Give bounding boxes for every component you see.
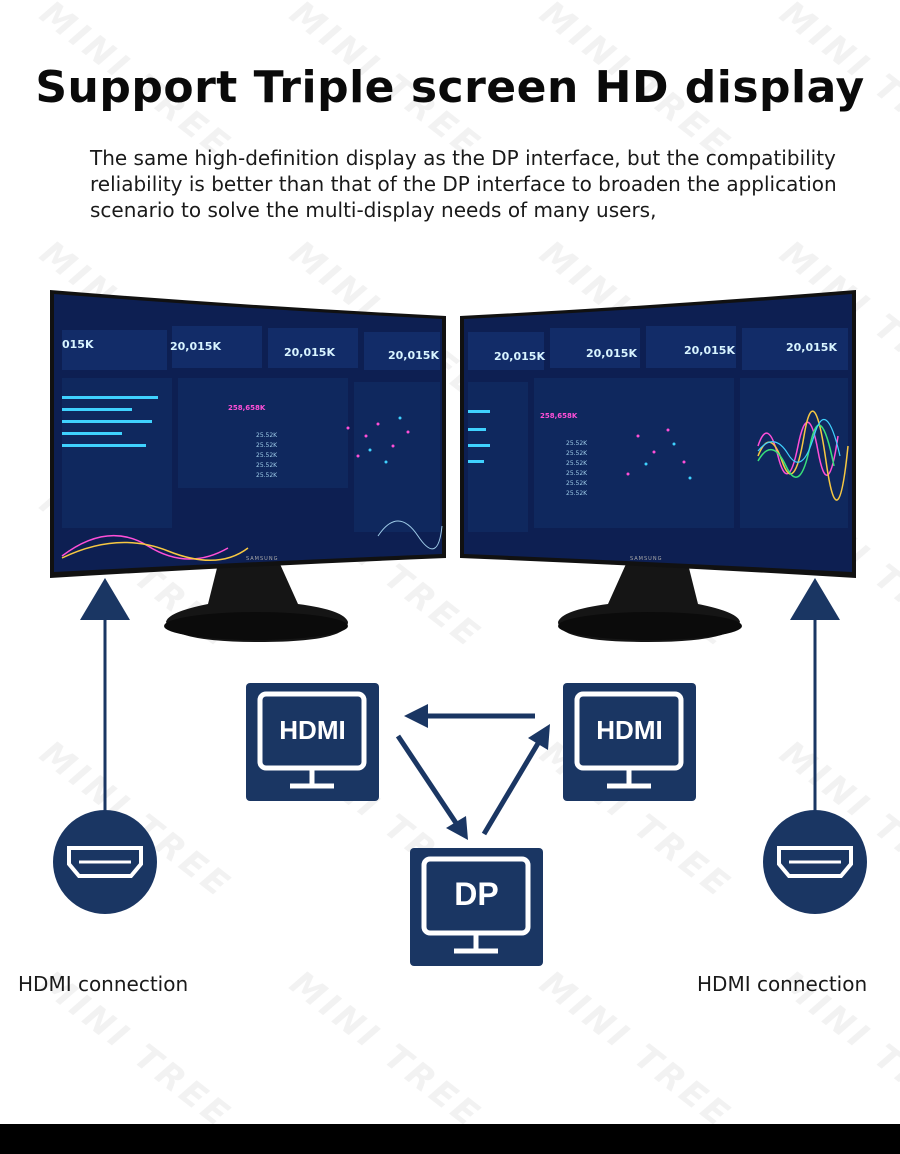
hdmi-port-right bbox=[763, 810, 867, 914]
monitor-right-row: 25.52K bbox=[566, 450, 588, 457]
hdmi-port-icon bbox=[777, 846, 853, 878]
hdmi-connection-label-right: HDMI connection bbox=[697, 972, 868, 996]
hdmi-port-left bbox=[53, 810, 157, 914]
hdmi-connection-label-left: HDMI connection bbox=[18, 972, 189, 996]
monitor-right-graphic bbox=[460, 290, 856, 642]
monitor-right-row: 25.52K bbox=[566, 470, 588, 477]
arrow-dp-to-right bbox=[481, 738, 543, 836]
monitor-right-row: 25.52K bbox=[566, 490, 588, 497]
monitor-right-stat-1: 20,015K bbox=[494, 350, 545, 363]
hdmi-monitor-left-icon: HDMI bbox=[246, 683, 379, 801]
port-label-left: HDMI bbox=[279, 715, 346, 745]
monitor-outline-icon bbox=[574, 691, 684, 789]
monitor-outline-icon bbox=[257, 691, 367, 789]
monitor-right-highlight: 258,658K bbox=[540, 412, 578, 420]
right-arrow-head bbox=[790, 578, 840, 620]
monitor-right-brand: SAMSUNG bbox=[630, 556, 663, 562]
monitor-right-stat-4: 20,015K bbox=[786, 341, 837, 354]
hdmi-port-icon bbox=[67, 846, 143, 878]
page-title: Support Triple screen HD display bbox=[35, 62, 865, 113]
monitor-left-row: 25.52K bbox=[256, 442, 278, 449]
monitor-right-row: 25.52K bbox=[566, 440, 588, 447]
monitor-left-graphic bbox=[50, 290, 446, 642]
monitor-left-row: 25.52K bbox=[256, 432, 278, 439]
left-arrow-head bbox=[80, 578, 130, 620]
monitor-left-row: 25.52K bbox=[256, 472, 278, 479]
monitor-left-row: 25.52K bbox=[256, 452, 278, 459]
bottom-bar bbox=[0, 1124, 900, 1154]
monitor-left-stat-1: 015K bbox=[62, 338, 94, 351]
dp-monitor-icon: DP bbox=[410, 848, 543, 966]
monitor-left-stat-4: 20,015K bbox=[388, 349, 439, 362]
monitor-left: 015K 20,015K 20,015K 20,015K 258,658K 25… bbox=[48, 286, 448, 646]
monitor-right-row: 25.52K bbox=[566, 460, 588, 467]
monitor-right-stat-2: 20,015K bbox=[586, 347, 637, 360]
monitor-left-row: 25.52K bbox=[256, 462, 278, 469]
port-label-right: HDMI bbox=[596, 715, 663, 745]
monitor-right-stat-3: 20,015K bbox=[684, 344, 735, 357]
monitor-left-stat-3: 20,015K bbox=[284, 346, 335, 359]
monitor-right: 20,015K 20,015K 20,015K 20,015K 258,658K… bbox=[458, 286, 858, 646]
arrow-left-to-dp bbox=[395, 734, 461, 828]
description: The same high-definition display as the … bbox=[90, 146, 837, 222]
monitor-left-highlight: 258,658K bbox=[228, 404, 266, 412]
port-label-center: DP bbox=[454, 876, 499, 912]
monitor-right-row: 25.52K bbox=[566, 480, 588, 487]
monitor-outline-icon bbox=[421, 856, 531, 954]
hdmi-monitor-right-icon: HDMI bbox=[563, 683, 696, 801]
monitor-left-stat-2: 20,015K bbox=[170, 340, 221, 353]
monitor-left-brand: SAMSUNG bbox=[246, 556, 279, 562]
